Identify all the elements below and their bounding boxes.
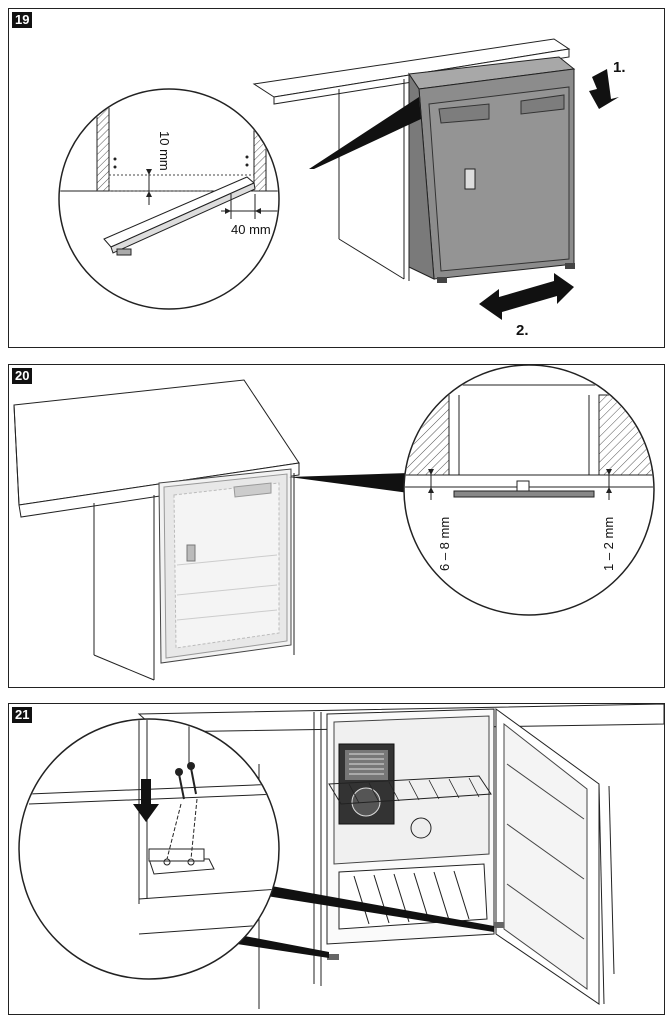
figure-19-illustration bbox=[58, 38, 619, 320]
dimension-label-10mm: 10 mm bbox=[157, 131, 172, 171]
step-label-1: 1. bbox=[613, 59, 626, 76]
figure-20-panel: 20 bbox=[8, 364, 665, 688]
figure-number: 19 bbox=[12, 12, 33, 28]
gap-label-1-2mm: 1 – 2 mm bbox=[601, 516, 616, 571]
figure-20-illustration bbox=[13, 365, 655, 681]
figure-19-panel: 19 bbox=[8, 8, 665, 348]
figure-number: 20 bbox=[12, 368, 33, 384]
gap-label-6-8mm: 6 – 8 mm bbox=[437, 516, 452, 571]
figure-21-panel: 21 bbox=[8, 703, 665, 1015]
figure-21-illustration bbox=[18, 704, 664, 1009]
step-label-2: 2. bbox=[516, 322, 529, 339]
dimension-label-40mm: 40 mm bbox=[231, 222, 271, 237]
figure-number: 21 bbox=[12, 707, 33, 723]
